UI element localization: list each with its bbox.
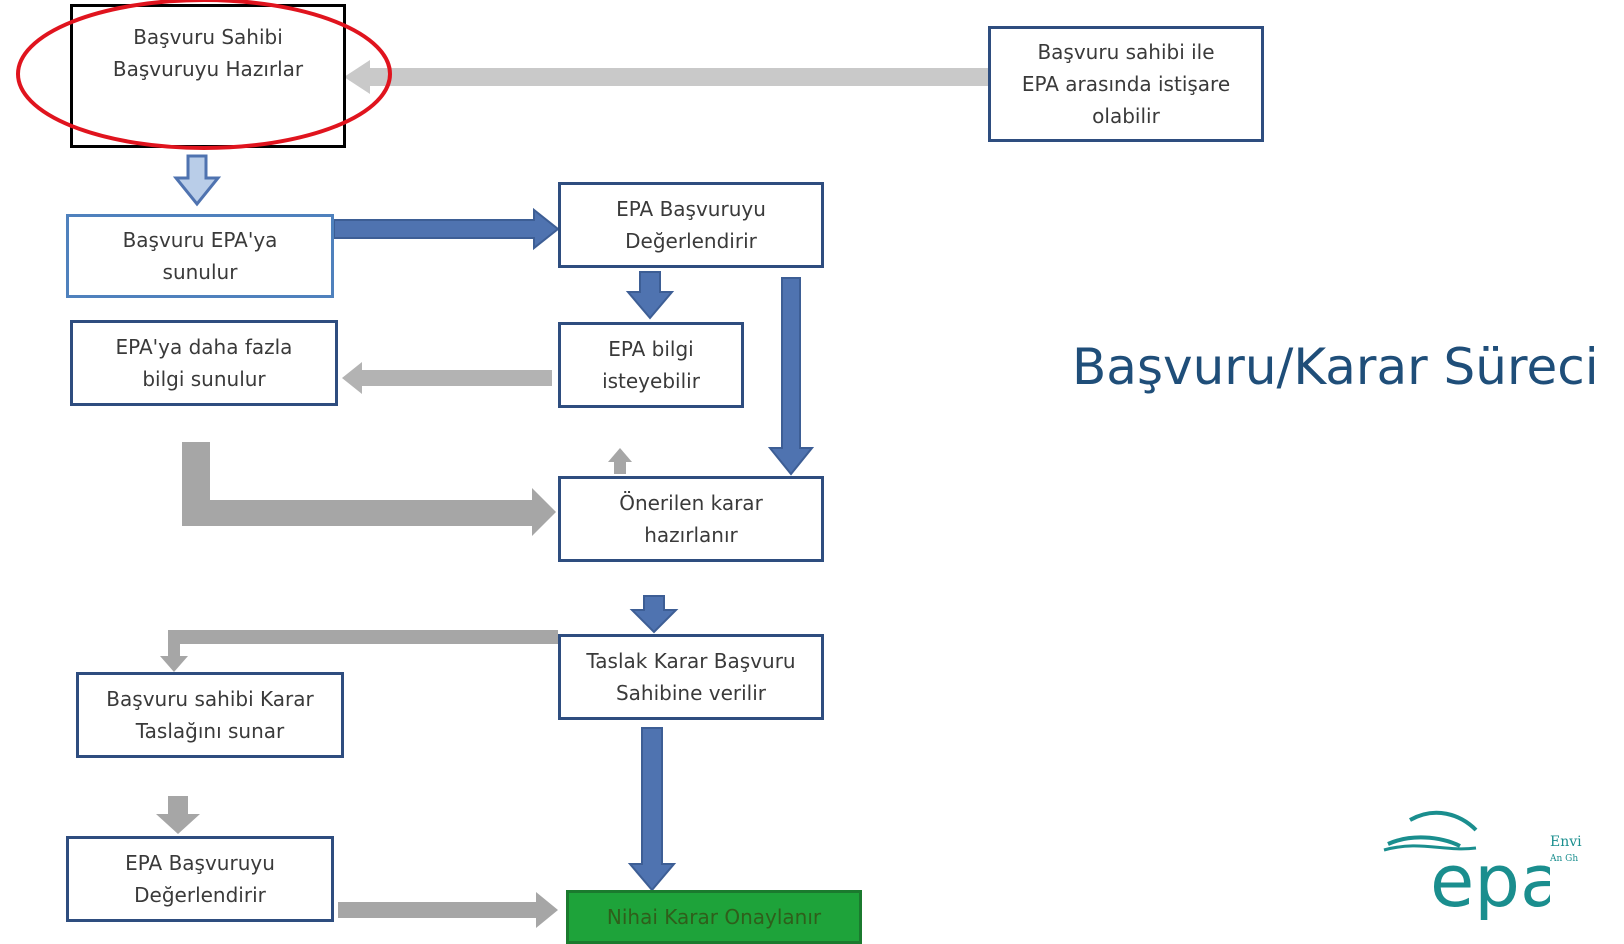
logo-line-1: Envi	[1550, 834, 1582, 850]
node-applicant-submits: Başvuru sahibi Karar Taslağını sunar	[76, 672, 344, 758]
node-final: Nihai Karar Onaylanır	[566, 890, 862, 944]
arrow-request-to-more-info	[342, 362, 552, 394]
node-proposed: Önerilen karar hazırlanır	[558, 476, 824, 562]
arrow-evaluate-to-request	[625, 271, 675, 320]
arrow-submit-to-evaluate	[333, 207, 560, 251]
node-submit: Başvuru EPA'ya sunulur	[66, 214, 334, 298]
arrow-evaluate-to-final	[338, 892, 558, 928]
arrow-applicant-to-evaluate	[156, 796, 200, 834]
node-evaluate-1: EPA Başvuruyu Değerlendirir	[558, 182, 824, 268]
logo-line-2: An Gh	[1550, 854, 1579, 864]
epa-logo-mark: epa	[1383, 810, 1564, 923]
arrow-prepare-to-submit	[172, 154, 222, 207]
arrow-consult-to-prepare	[344, 60, 988, 94]
node-draft: Taslak Karar Başvuru Sahibine verilir	[558, 634, 824, 720]
epa-logo: epa Envi An Gh	[1380, 800, 1624, 923]
node-request-info: EPA bilgi isteyebilir	[558, 322, 744, 408]
arrow-evaluate-to-proposed	[767, 277, 815, 476]
diagram-title: Başvuru/Karar Süreci	[1072, 338, 1599, 396]
node-prepare: Başvuru Sahibi Başvuruyu Hazırlar	[70, 4, 346, 148]
arrow-more-info-to-proposed	[182, 442, 556, 536]
arrow-draft-to-applicant	[160, 630, 558, 672]
arrow-proposed-to-draft	[629, 595, 679, 634]
epa-logo-wordmark: epa	[1430, 839, 1550, 920]
node-more-info: EPA'ya daha fazla bilgi sunulur	[70, 320, 338, 406]
arrow-draft-to-final	[627, 727, 677, 892]
node-consult: Başvuru sahibi ile EPA arasında istişare…	[988, 26, 1264, 142]
arrow-proposed-up	[608, 448, 632, 474]
node-evaluate-2: EPA Başvuruyu Değerlendirir	[66, 836, 334, 922]
